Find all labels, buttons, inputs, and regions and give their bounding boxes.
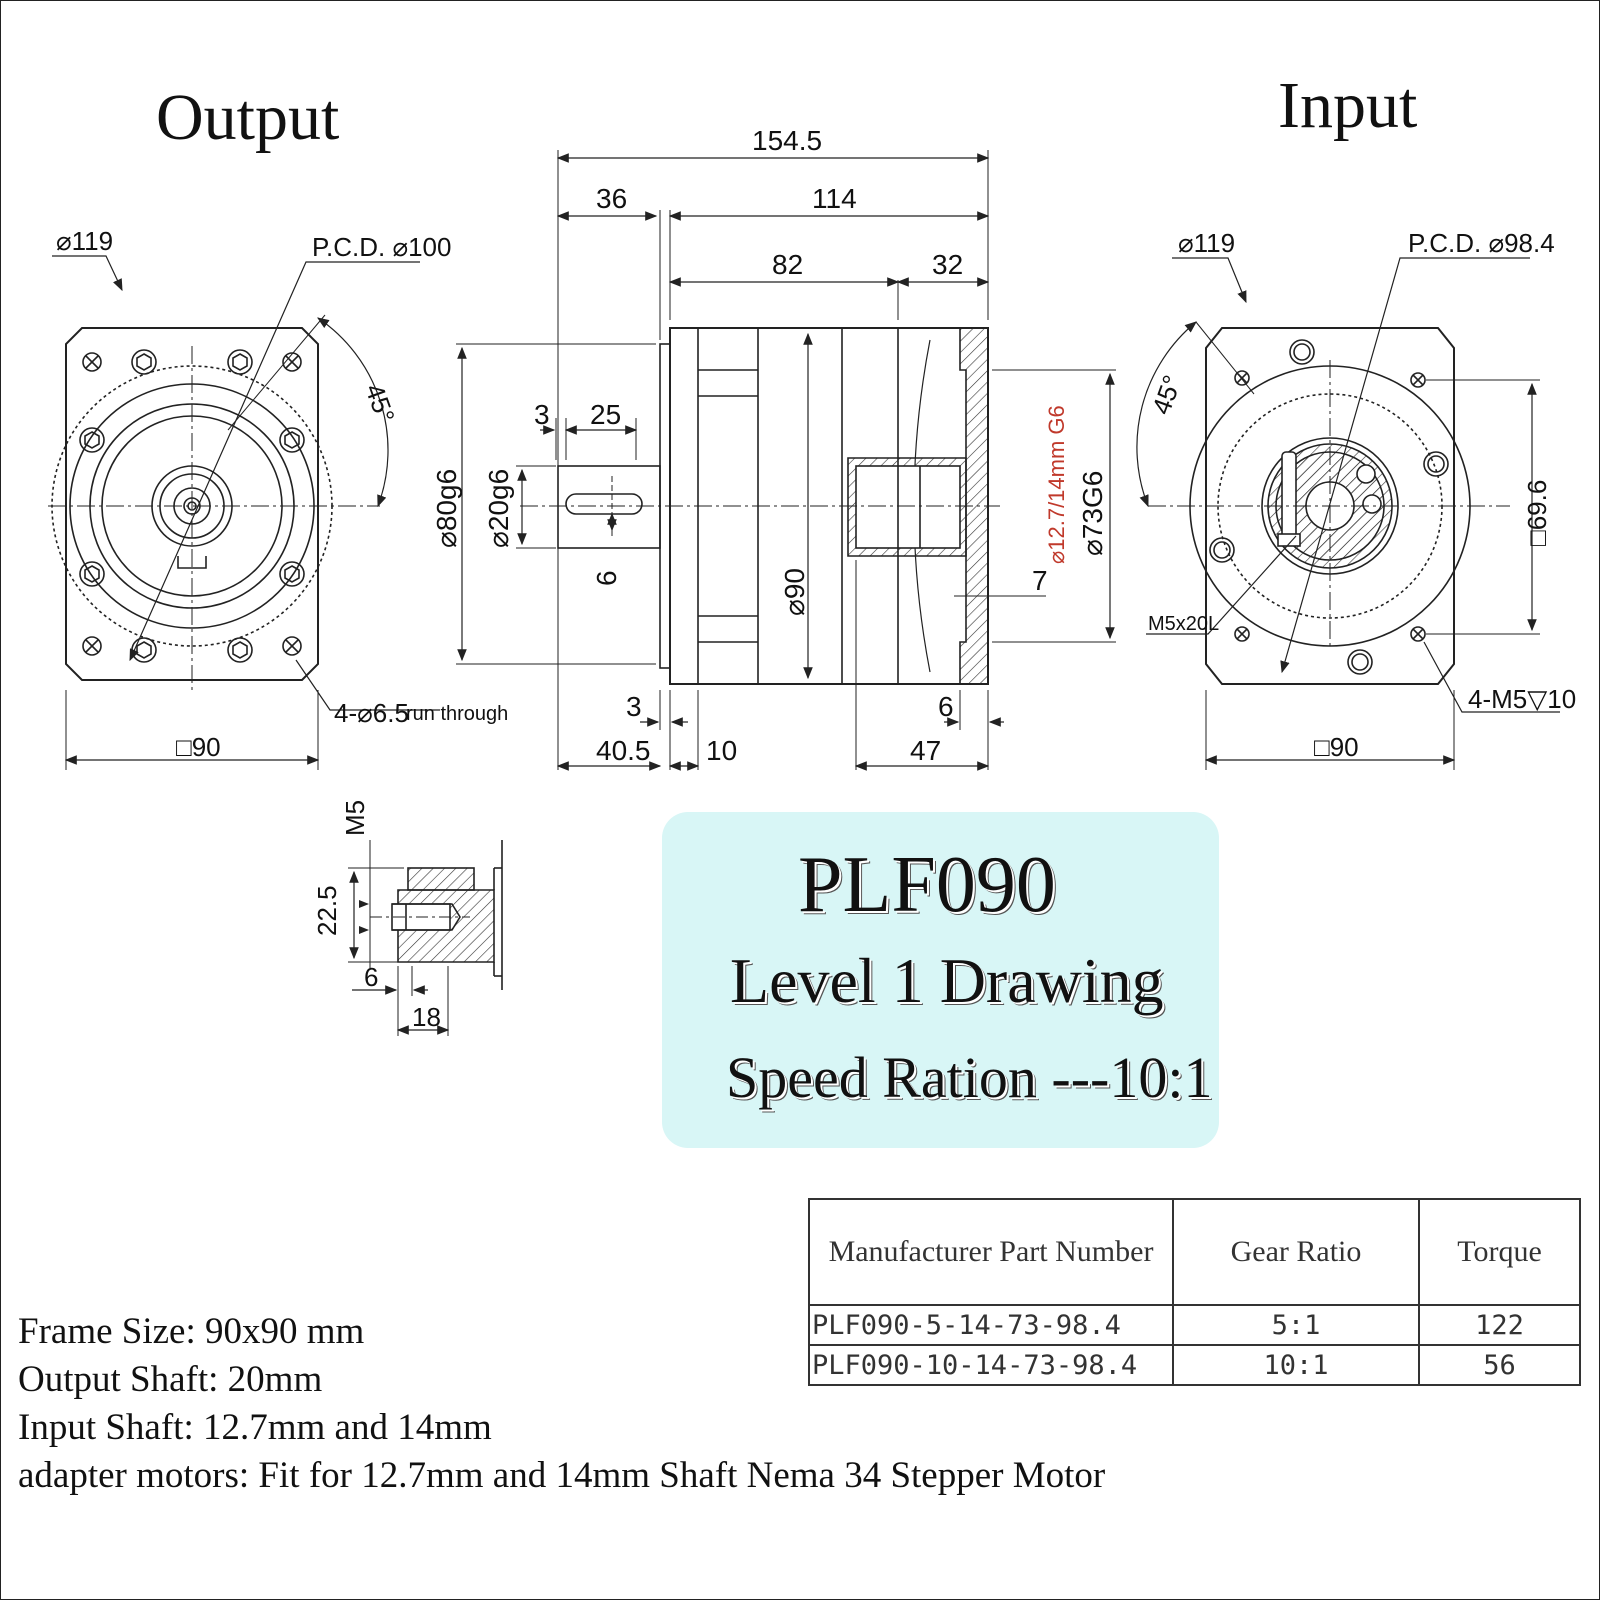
torque-cell: 122 [1418, 1304, 1581, 1346]
input-heading: Input [1278, 69, 1418, 142]
detail-18-label: 18 [412, 1002, 441, 1032]
dim-3-bottom: 3 [626, 691, 642, 722]
detail-key [407, 867, 475, 891]
input-square-label: □90 [1314, 732, 1359, 762]
dim-dia-80: ⌀80g6 [431, 469, 462, 548]
part-number-cell: PLF090-10-14-73-98.4 [808, 1344, 1174, 1386]
input-holes-label: 4-M5▽10 [1468, 684, 1576, 714]
detail-6-label: 6 [364, 962, 378, 992]
spec-output-shaft: Output Shaft: 20mm [18, 1359, 323, 1400]
dim-6-bottom: 6 [938, 691, 954, 722]
output-through-holes [82, 352, 302, 656]
dim-dia-73: ⌀73G6 [1077, 471, 1108, 556]
model-title: PLF090 [798, 841, 1056, 929]
input-pcd-label: P.C.D. ⌀98.4 [1408, 228, 1555, 258]
output-square-label: □90 [176, 732, 221, 762]
output-holes-note: run through [406, 703, 508, 725]
input-screw-label: M5x20L [1148, 613, 1219, 635]
drawing-level: Level 1 Drawing [730, 945, 1164, 1016]
dim-32: 32 [932, 249, 963, 280]
side-input-housing [959, 327, 989, 685]
dim-bore: ⌀12.7/14mm G6 [1044, 405, 1069, 564]
dim-47: 47 [910, 735, 941, 766]
col-gear-ratio: Gear Ratio [1172, 1198, 1420, 1306]
dim-10: 10 [706, 735, 737, 766]
table-header-row: Manufacturer Part Number Gear Ratio Torq… [808, 1198, 1581, 1306]
spec-input-shaft: Input Shaft: 12.7mm and 14mm [18, 1407, 492, 1448]
dim-dia-90: ⌀90 [779, 568, 810, 616]
output-heading: Output [156, 81, 340, 154]
input-square-side-label: □69.6 [1522, 480, 1552, 546]
gear-ratio-cell: 10:1 [1172, 1344, 1420, 1386]
dim-6-key: 6 [591, 570, 622, 586]
part-number-cell: PLF090-5-14-73-98.4 [808, 1304, 1174, 1346]
output-hex-bolts [79, 349, 305, 663]
title-block: PLF090 Level 1 Drawing Speed Ration ---1… [662, 812, 1219, 1148]
speed-ratio: Speed Ration ---10:1 [726, 1045, 1213, 1110]
table-row: PLF090-5-14-73-98.4 5:1 122 [808, 1304, 1581, 1346]
spec-list: Frame Size: 90x90 mm Output Shaft: 20mm … [18, 1308, 1105, 1500]
input-clamp-screw [1281, 451, 1297, 545]
torque-cell: 56 [1418, 1344, 1581, 1386]
output-pcd-label: P.C.D. ⌀100 [312, 232, 451, 262]
output-flange-outline [65, 327, 319, 681]
dim-40-5: 40.5 [596, 735, 651, 766]
output-key-tab [177, 556, 207, 569]
side-view [456, 150, 1116, 771]
input-threaded-holes [1234, 370, 1426, 642]
side-output-shaft [557, 465, 661, 549]
parts-table: Manufacturer Part Number Gear Ratio Torq… [808, 1198, 1581, 1386]
dim-7: 7 [1032, 565, 1048, 596]
col-torque: Torque [1418, 1198, 1581, 1306]
output-angle-label: 45° [359, 380, 401, 427]
output-view [48, 255, 440, 770]
table-row: PLF090-10-14-73-98.4 10:1 56 [808, 1344, 1581, 1386]
detail-thread-label: M5 [340, 800, 370, 836]
dim-dia-20: ⌀20g6 [483, 469, 514, 548]
dim-114: 114 [812, 183, 857, 214]
output-dia-119-label: ⌀119 [56, 226, 113, 256]
spec-adapter-motors: adapter motors: Fit for 12.7mm and 14mm … [18, 1455, 1106, 1496]
col-part-number: Manufacturer Part Number [808, 1198, 1174, 1306]
dim-36: 36 [596, 183, 627, 214]
input-flange-outline [1205, 327, 1455, 685]
gear-ratio-cell: 5:1 [1172, 1304, 1420, 1346]
dim-154-5: 154.5 [752, 125, 822, 156]
dim-82: 82 [772, 249, 803, 280]
side-keyway [565, 493, 643, 515]
dim-25: 25 [590, 399, 621, 430]
detail-view [348, 840, 503, 1036]
dim-3-top: 3 [534, 399, 550, 430]
detail-22-5-label: 22.5 [312, 885, 342, 936]
input-pcd-holes [1209, 339, 1449, 675]
input-view [1136, 257, 1560, 770]
input-dia-119-label: ⌀119 [1178, 228, 1235, 258]
spec-frame-size: Frame Size: 90x90 mm [18, 1311, 365, 1352]
output-holes-label: 4-⌀6.5 [334, 698, 409, 728]
